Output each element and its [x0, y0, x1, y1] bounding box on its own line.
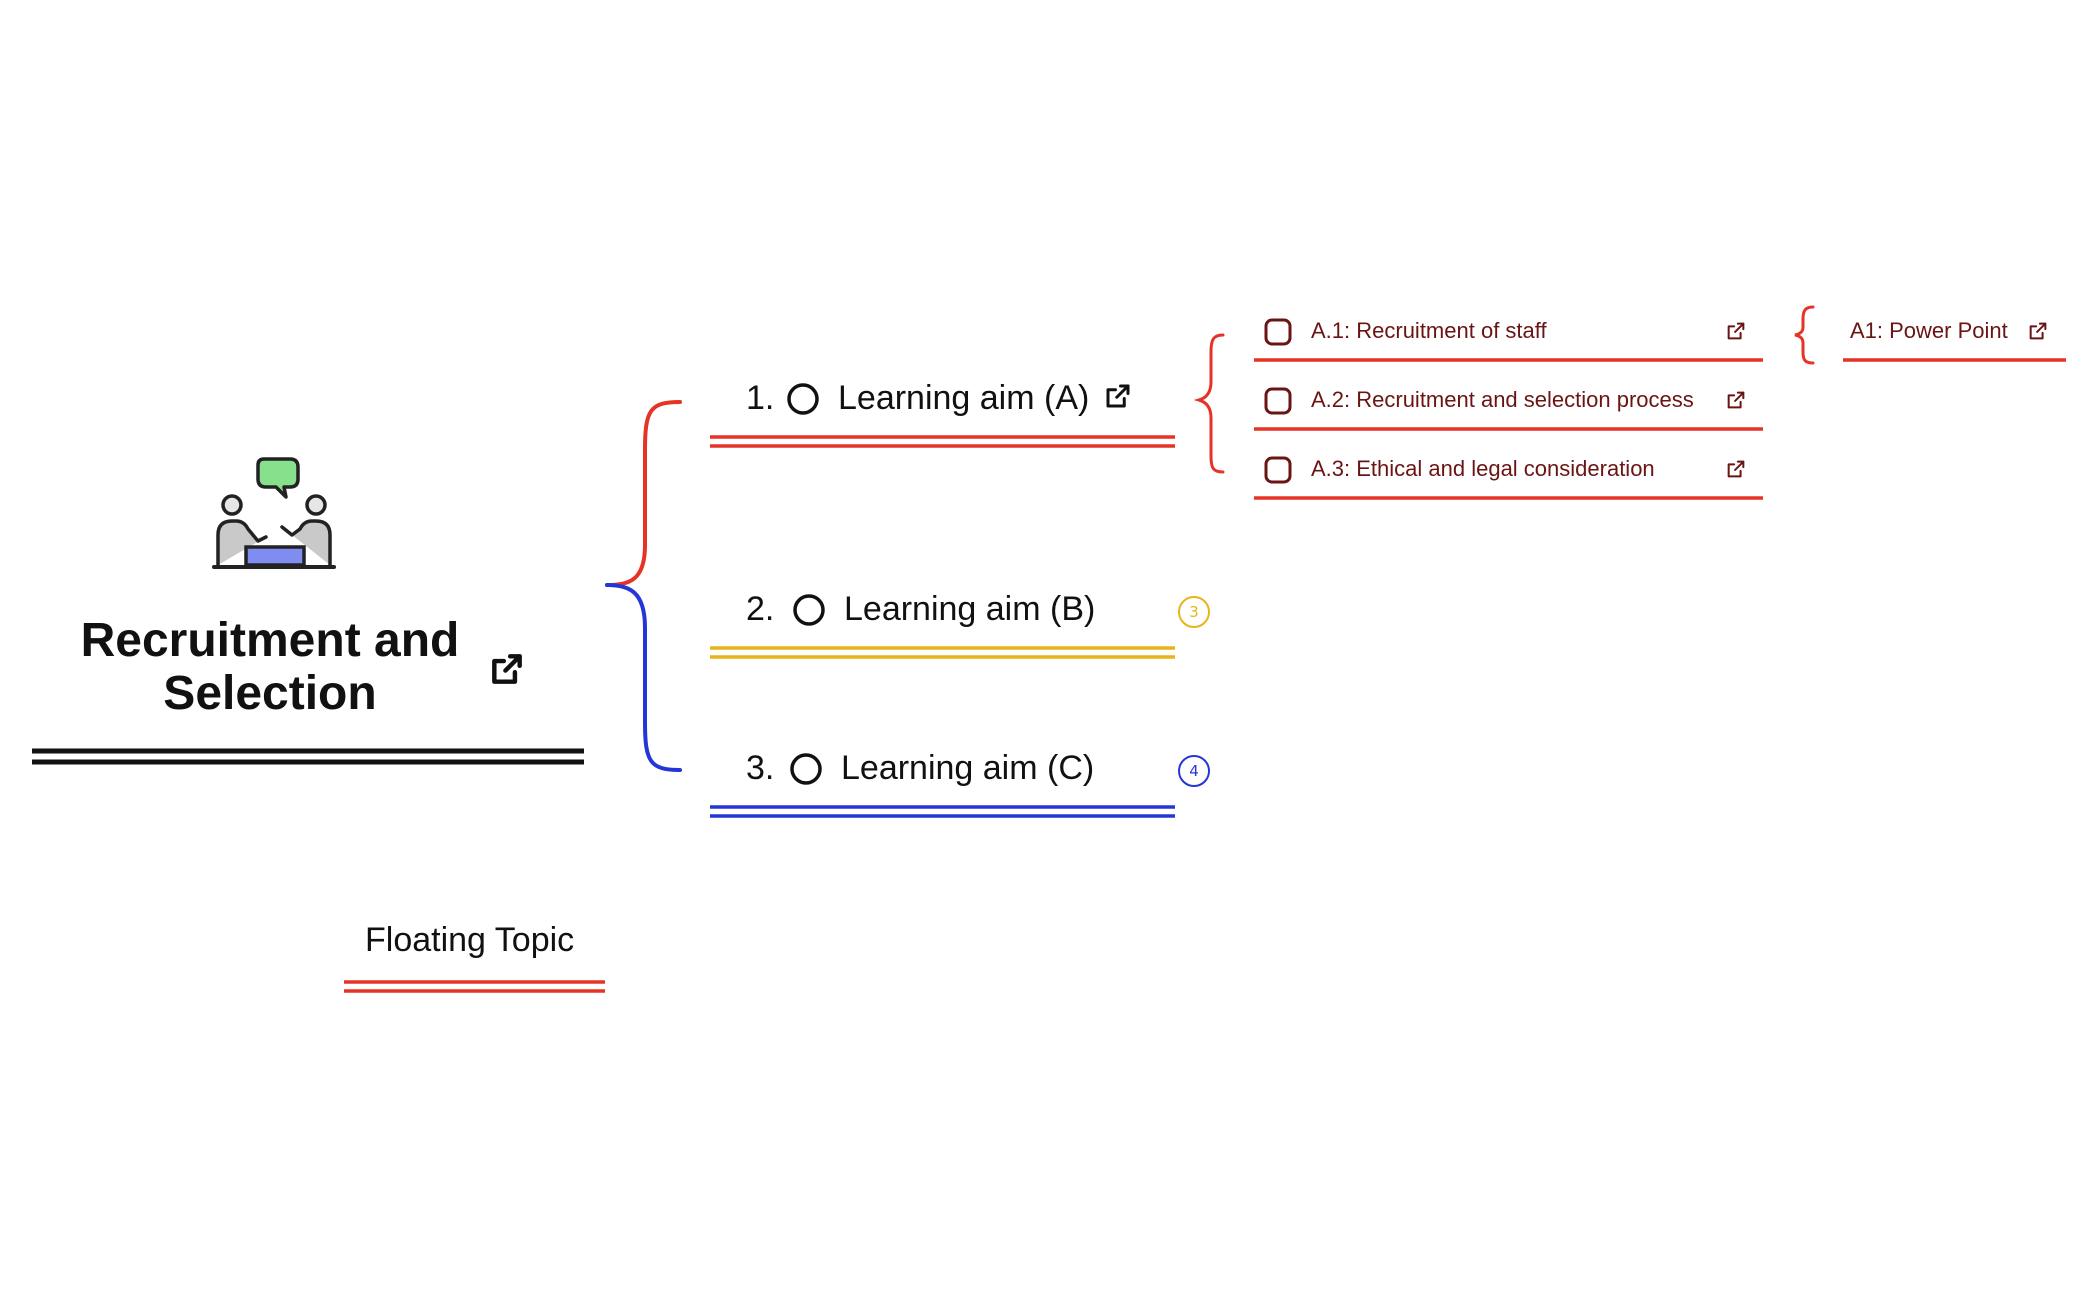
subtopic-a3-label: A.3: Ethical and legal consideration — [1311, 456, 1655, 481]
main-brace-lower — [605, 583, 682, 772]
sub-sub-topic-label: A1: Power Point — [1850, 318, 2008, 343]
topic-c-count-badge[interactable]: 4 — [1178, 755, 1210, 787]
sub-sub-topic-external-link-icon[interactable] — [2027, 320, 2049, 342]
subtopic-brace — [1193, 333, 1225, 474]
checkbox-icon — [1264, 387, 1292, 415]
topic-c-underline — [710, 805, 1175, 818]
floating-topic[interactable]: Floating Topic — [344, 913, 605, 969]
subtopic-a2-label: A.2: Recruitment and selection process — [1311, 387, 1694, 412]
main-brace-upper — [605, 400, 682, 587]
task-circle-icon — [787, 383, 819, 415]
floating-topic-underline — [344, 980, 605, 993]
topic-a-label: Learning aim (A) — [838, 379, 1090, 417]
subtopic-a1-label: A.1: Recruitment of staff — [1311, 318, 1547, 343]
central-topic[interactable] — [60, 455, 590, 755]
topic-b-label: Learning aim (B) — [844, 590, 1096, 628]
central-topic-title-line-2: Selection — [163, 667, 377, 720]
central-topic-title: Recruitment and Selection — [60, 614, 480, 720]
subtopic-a2-external-link-icon[interactable] — [1725, 389, 1747, 411]
central-topic-title-line-1: Recruitment and — [80, 614, 460, 667]
topic-b-number: 2. — [746, 590, 775, 628]
subtopic-a1-external-link-icon[interactable] — [1725, 320, 1747, 342]
topic-b-underline — [710, 646, 1175, 659]
topic-a-underline — [710, 435, 1175, 448]
task-circle-icon — [793, 594, 825, 626]
central-topic-underline — [32, 748, 584, 765]
topic-c-label: Learning aim (C) — [841, 749, 1095, 787]
topic-a-external-link-icon[interactable] — [1103, 381, 1133, 411]
topic-a-number: 1. — [746, 379, 775, 417]
checkbox-icon — [1264, 456, 1292, 484]
topic-c-number: 3. — [746, 749, 775, 787]
checkbox-icon — [1264, 318, 1292, 346]
external-link-icon[interactable] — [488, 650, 526, 688]
subtopic-a3-external-link-icon[interactable] — [1725, 458, 1747, 480]
topic-b-count-badge[interactable]: 3 — [1178, 596, 1210, 628]
task-circle-icon — [790, 753, 822, 785]
sub-sub-brace — [1794, 305, 1815, 365]
floating-topic-label: Floating Topic — [365, 921, 575, 959]
interview-people-icon — [212, 457, 336, 569]
